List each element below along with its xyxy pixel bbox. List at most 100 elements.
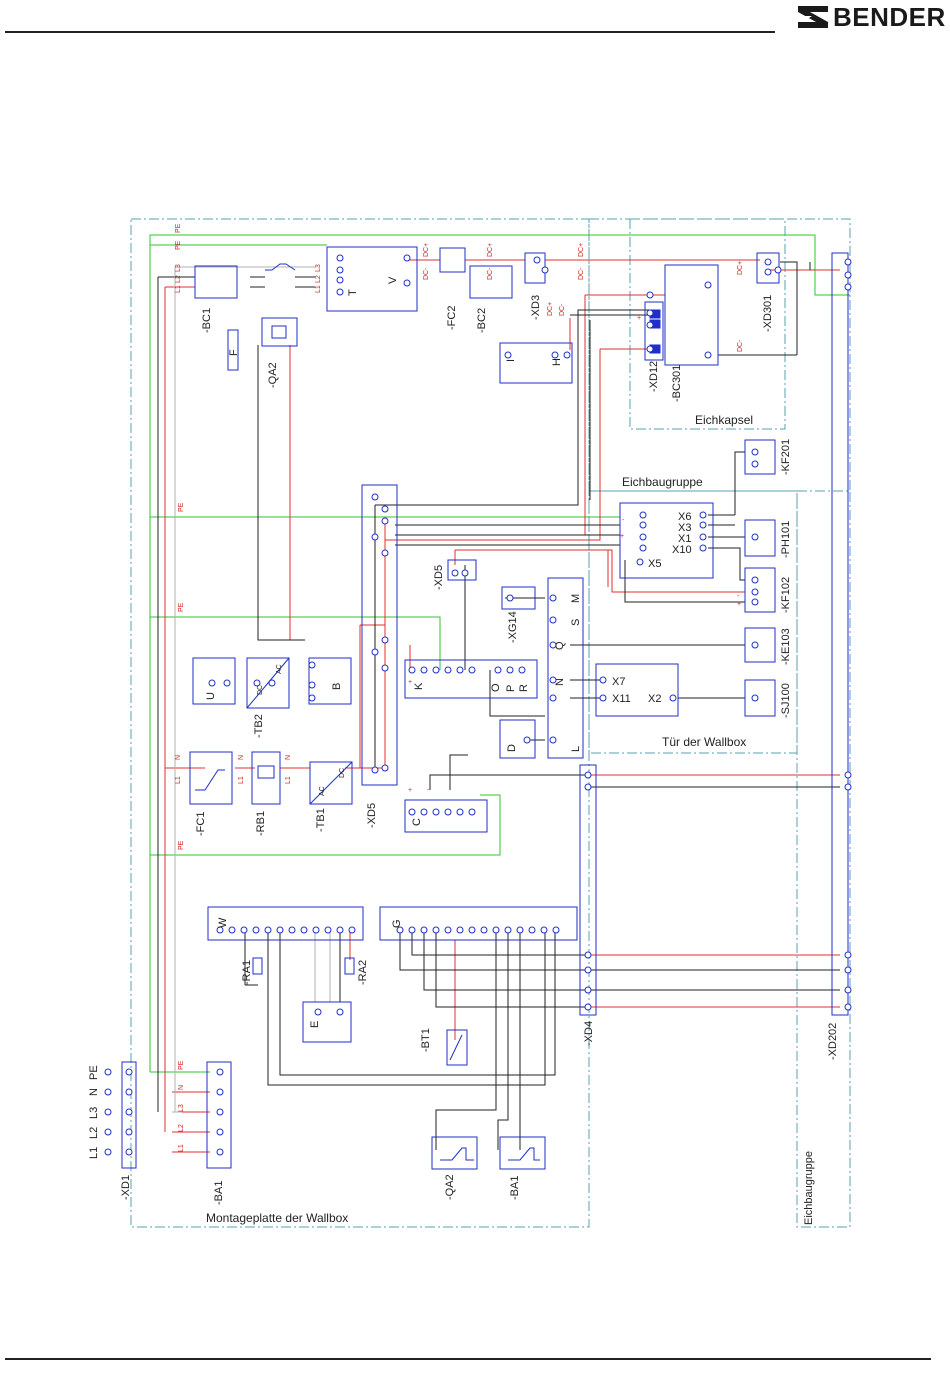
label-bt1: -BT1 — [420, 1028, 432, 1052]
terminal-point — [549, 694, 557, 702]
terminal-point — [599, 676, 607, 684]
terminal-point — [468, 808, 476, 816]
label-tb2-dc: DC — [257, 685, 264, 695]
terminal-point — [639, 544, 647, 552]
terminal-point — [751, 694, 759, 702]
tag-dcm-4: DC- — [559, 303, 566, 316]
horizontal-labels: Eichkapsel Eichbaugruppe Tür der Wallbox… — [206, 413, 753, 1225]
terminal-point — [704, 281, 712, 289]
label-xd1-n: N — [88, 1088, 100, 1096]
label-ra2: -RA2 — [357, 960, 369, 985]
controller-w-box — [207, 906, 364, 941]
tag-minus-1: - — [427, 787, 430, 794]
d-box — [499, 719, 536, 759]
terminal-point — [549, 676, 557, 684]
label-n-door: N — [554, 678, 566, 686]
tag-dcp-5: DC+ — [737, 261, 744, 275]
label-xd12: -XD12 — [648, 361, 660, 392]
black-wires — [157, 261, 840, 1150]
terminal-point — [456, 808, 464, 816]
label-xd1: -XD1 — [120, 1175, 132, 1200]
terminal-point — [336, 288, 344, 296]
terminal-point — [540, 926, 548, 934]
terminal-point — [468, 926, 476, 934]
pin-x11: X11 — [612, 693, 631, 705]
terminal-point — [699, 544, 707, 552]
kf201-box — [744, 439, 776, 475]
tag-l1-6: L1 — [178, 1144, 185, 1152]
terminal-point — [751, 533, 759, 541]
label-tb1-ac: AC — [319, 786, 326, 796]
tag-dcm-2: DC- — [487, 267, 494, 280]
tag-l2-1: L2 — [175, 275, 182, 283]
terminal-point — [844, 966, 852, 974]
terminal-point — [216, 1068, 224, 1076]
terminal-point — [288, 926, 296, 934]
terminal-point — [308, 681, 316, 689]
terminal-point — [420, 926, 428, 934]
terminal-point — [312, 926, 320, 934]
xd1-box — [121, 1061, 137, 1169]
terminal-point — [336, 926, 344, 934]
terminal-point — [506, 666, 514, 674]
terminal-point — [764, 268, 772, 276]
label-xd1-l3: L3 — [88, 1107, 100, 1119]
terminal-point — [492, 926, 500, 934]
qa2-top-box — [261, 317, 298, 347]
tag-pe-5: PE — [178, 840, 185, 850]
terminal-point — [104, 1088, 112, 1096]
terminal-point — [381, 517, 389, 525]
label-xd1-l2: L2 — [88, 1127, 100, 1139]
label-i: I — [505, 359, 517, 362]
label-tb1: -TB1 — [315, 808, 327, 832]
terminal-point — [125, 1068, 133, 1076]
terminal-point — [704, 351, 712, 359]
qa2-bottom-box — [431, 1136, 478, 1170]
terminal-point — [125, 1088, 133, 1096]
terminal-point — [308, 661, 316, 669]
controller-k-box — [404, 659, 538, 699]
terminal-point — [381, 636, 389, 644]
terminal-point — [844, 951, 852, 959]
terminal-point — [252, 926, 260, 934]
terminals — [104, 254, 852, 1156]
terminal-point — [371, 766, 379, 774]
terminal-point — [444, 666, 452, 674]
terminal-point — [646, 321, 654, 329]
tag-plus-2: + — [408, 787, 412, 794]
terminal-point — [533, 256, 541, 264]
terminal-point — [371, 648, 379, 656]
pin-x1: X1 — [678, 533, 691, 545]
terminal-point — [125, 1148, 133, 1156]
bt1-sensor-icon — [449, 1034, 463, 1061]
bt1-box — [446, 1029, 468, 1066]
meter-tv-box — [326, 246, 418, 312]
terminal-point — [639, 533, 647, 541]
terminal-point — [336, 1008, 344, 1016]
terminal-point — [336, 276, 344, 284]
terminal-point — [599, 694, 607, 702]
terminal-point — [300, 926, 308, 934]
ih-box — [499, 342, 573, 384]
tag-dcm-5: DC- — [737, 339, 744, 352]
terminal-point — [420, 808, 428, 816]
tag-pe-1: PE — [175, 223, 182, 233]
pin-x2: X2 — [648, 693, 661, 705]
label-xd301: -XD301 — [762, 295, 774, 332]
terminal-point — [324, 926, 332, 934]
frame-eichkapsel — [629, 218, 786, 430]
label-ke103: -KE103 — [780, 628, 792, 665]
terminal-point — [432, 666, 440, 674]
terminal-point — [403, 254, 411, 262]
header-rule — [5, 31, 775, 33]
tag-minus-2: - — [622, 517, 625, 524]
label-v: V — [387, 276, 399, 284]
tb2-box — [246, 657, 290, 709]
label-c: C — [411, 818, 423, 826]
terminal-point — [751, 576, 759, 584]
label-kf102: -KF102 — [780, 577, 792, 613]
terminal-point — [208, 679, 216, 687]
terminal-point — [223, 679, 231, 687]
door-controller-box — [547, 577, 584, 759]
terminal-point — [494, 666, 502, 674]
